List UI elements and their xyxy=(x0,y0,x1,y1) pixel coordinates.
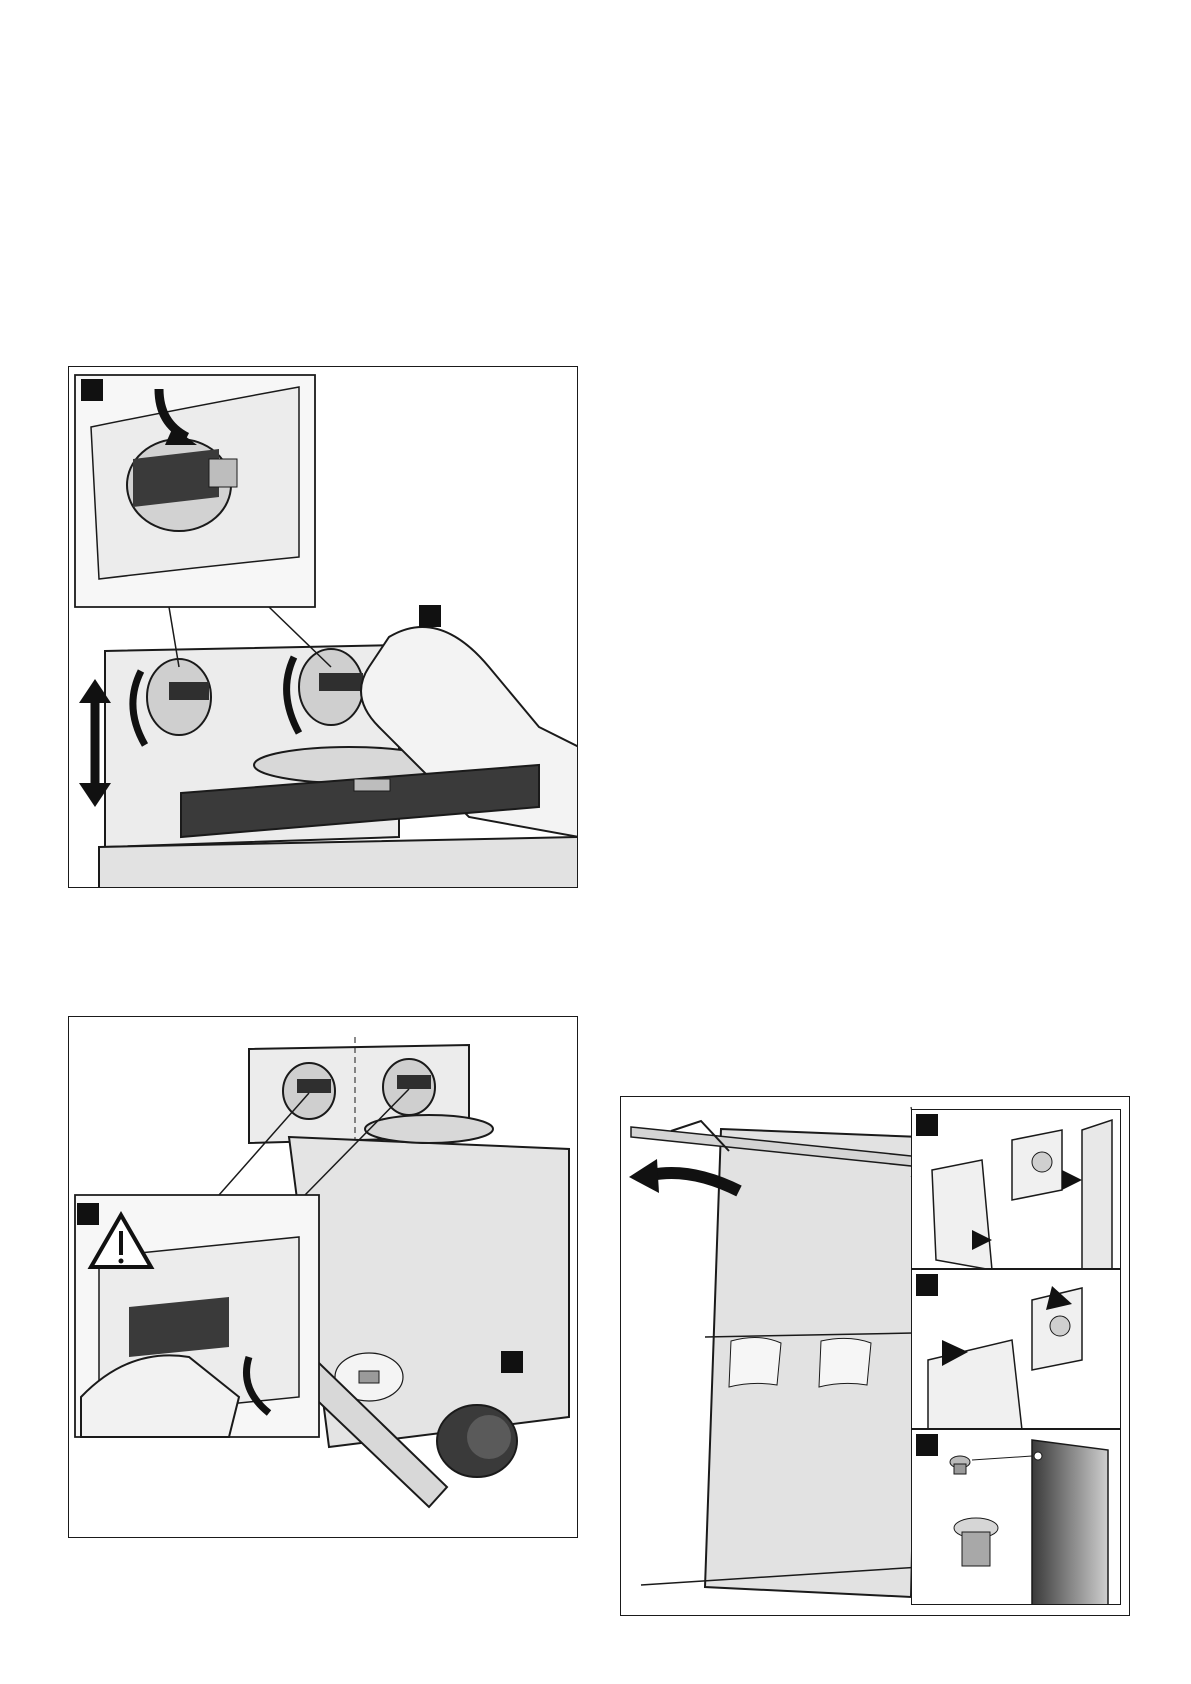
figure-2-step-marker-b xyxy=(501,1351,523,1373)
figure-2-illustration xyxy=(69,1017,578,1538)
figure-3-detail-2 xyxy=(911,1269,1121,1429)
figure-3-step-marker-3 xyxy=(916,1434,938,1456)
figure-2-panel xyxy=(68,1016,578,1538)
figure-2-step-marker-a xyxy=(77,1203,99,1225)
figure-3-detail-1 xyxy=(911,1109,1121,1269)
figure-1-illustration xyxy=(69,367,578,888)
figure-1-panel xyxy=(68,366,578,888)
figure-1-step-marker-a xyxy=(81,379,103,401)
figure-3-detail-3 xyxy=(911,1429,1121,1605)
figure-3-step-marker-1 xyxy=(916,1114,938,1136)
figure-3-panel xyxy=(620,1096,1130,1616)
figure-3-step-marker-2 xyxy=(916,1274,938,1296)
figure-1-step-marker-b xyxy=(419,605,441,627)
